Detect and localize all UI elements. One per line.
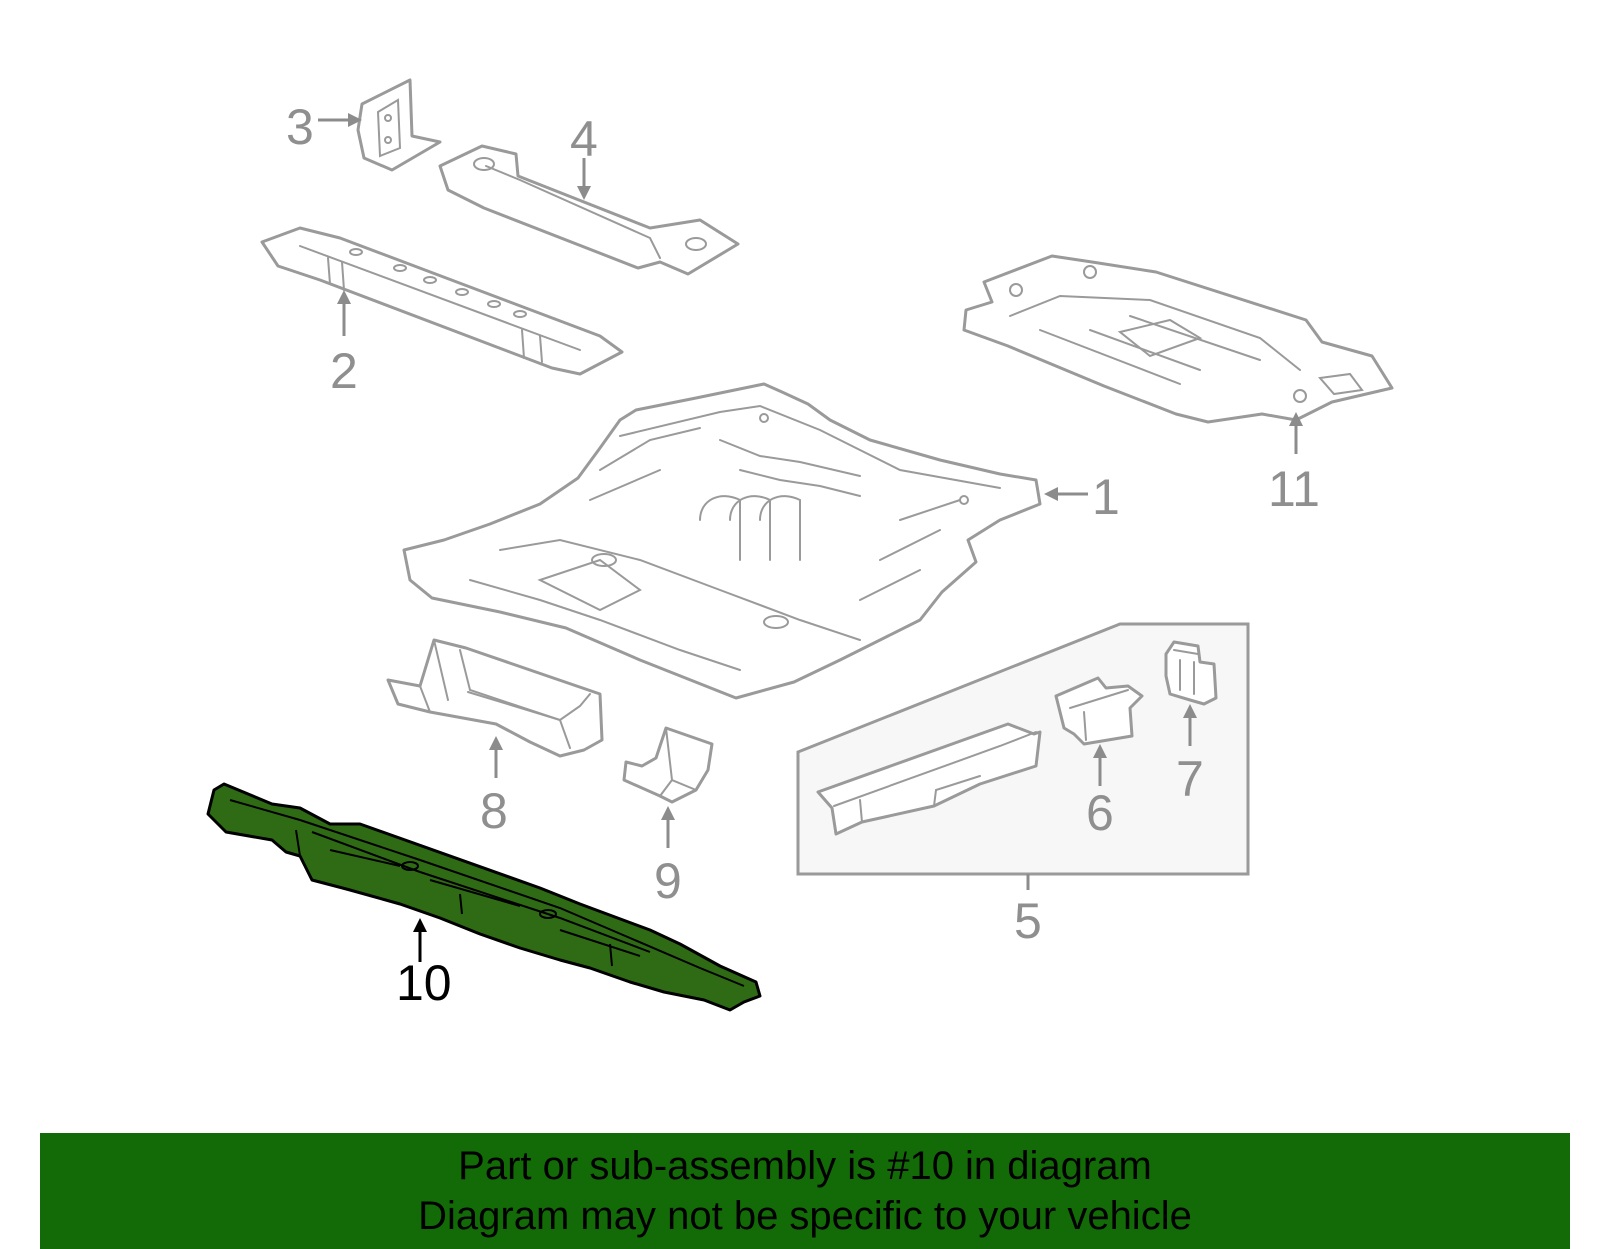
callout-1-arrow xyxy=(1044,487,1088,501)
part-6-bracket[interactable] xyxy=(1054,676,1144,746)
callout-4-arrow xyxy=(577,158,591,200)
callout-6[interactable]: 6 xyxy=(1086,785,1114,841)
callout-6-arrow xyxy=(1093,744,1107,786)
callout-3[interactable]: 3 xyxy=(286,99,314,155)
callout-8[interactable]: 8 xyxy=(480,783,508,839)
callout-8-arrow xyxy=(489,736,503,778)
part-1-rear-floor[interactable] xyxy=(402,382,1042,700)
callout-2-arrow xyxy=(337,290,351,336)
part-9-bracket[interactable] xyxy=(622,726,714,804)
banner-line-2: Diagram may not be specific to your vehi… xyxy=(418,1194,1192,1238)
part-8-channel[interactable] xyxy=(386,638,604,758)
callout-2[interactable]: 2 xyxy=(330,343,358,399)
part-4-crossmember[interactable] xyxy=(438,144,740,276)
info-banner: Part or sub-assembly is #10 in diagram D… xyxy=(40,1133,1570,1249)
callout-1[interactable]: 1 xyxy=(1092,469,1120,525)
callout-10[interactable]: 10 xyxy=(396,955,452,1011)
callout-4[interactable]: 4 xyxy=(570,111,598,167)
banner-line-1: Part or sub-assembly is #10 in diagram xyxy=(458,1144,1152,1188)
part-10-highlighted-rail[interactable] xyxy=(206,782,762,1012)
part-7-clip[interactable] xyxy=(1164,640,1218,706)
callout-7-arrow xyxy=(1183,704,1197,746)
callout-11[interactable]: 11 xyxy=(1268,461,1320,517)
callout-10-arrow xyxy=(413,918,427,962)
callout-9[interactable]: 9 xyxy=(654,853,682,909)
part-11-floor-pan[interactable] xyxy=(962,254,1394,424)
callout-3-arrow xyxy=(318,113,362,127)
part-3-bracket[interactable] xyxy=(356,78,442,172)
part-5-rail-piece[interactable] xyxy=(816,722,1042,836)
callout-7[interactable]: 7 xyxy=(1176,751,1204,807)
callout-11-arrow xyxy=(1289,412,1303,454)
callout-5[interactable]: 5 xyxy=(1014,893,1042,949)
part-2-rail[interactable] xyxy=(260,226,624,376)
callout-9-arrow xyxy=(661,806,675,848)
